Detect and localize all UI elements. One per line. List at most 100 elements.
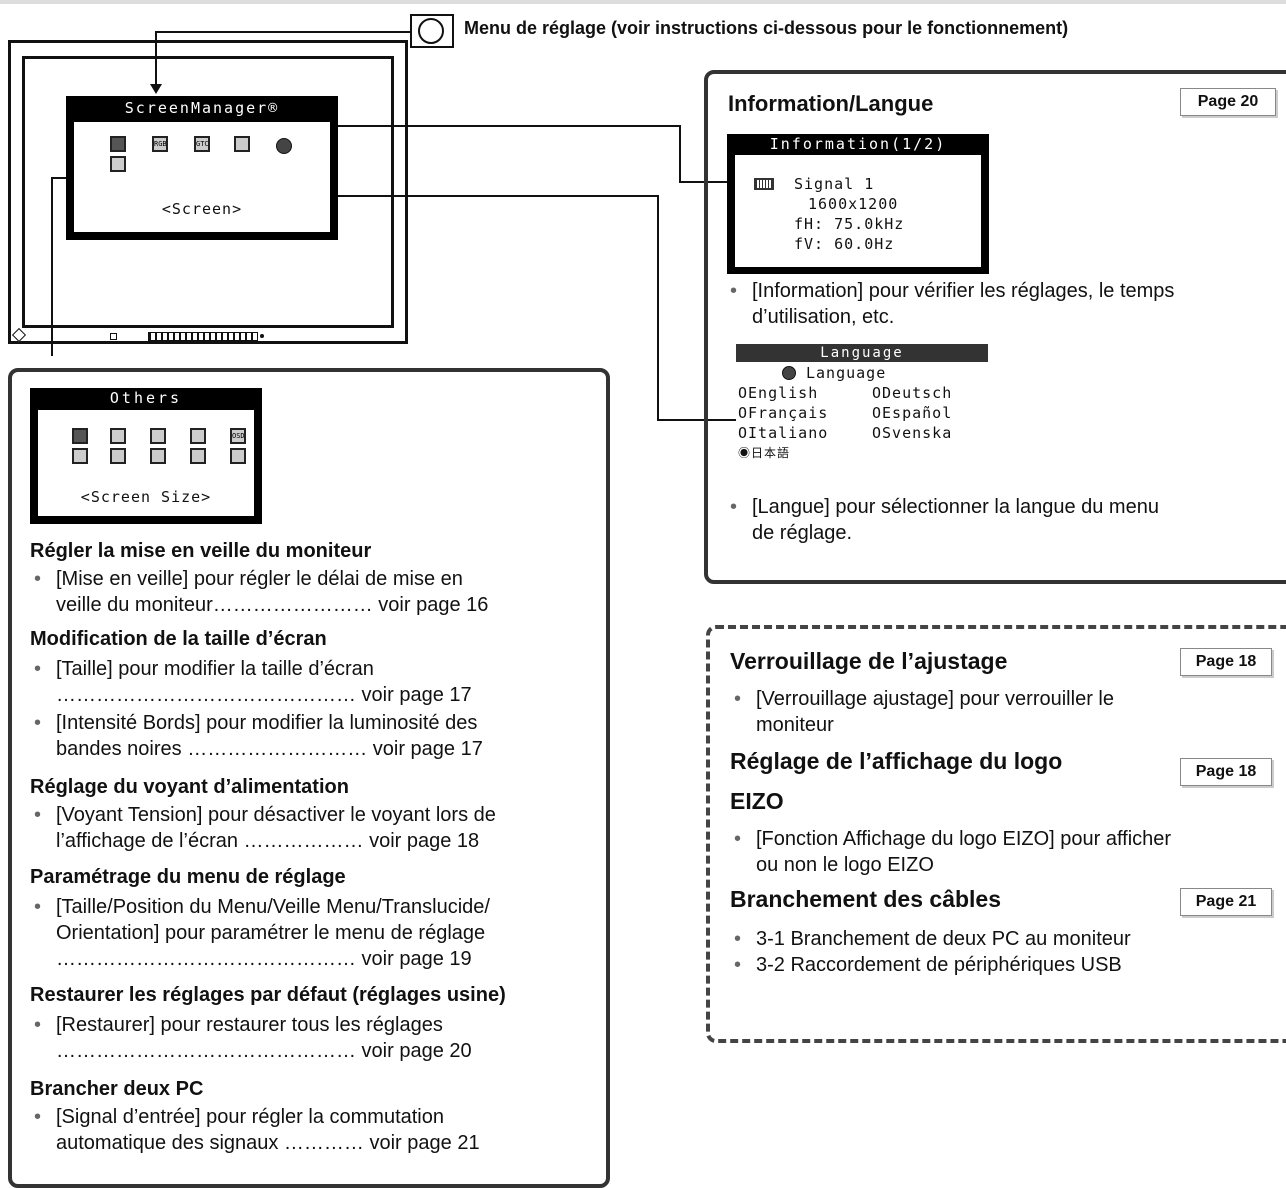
- item-line[interactable]: ……………………………………… voir page 19: [56, 948, 472, 970]
- square-button-icon: [110, 333, 117, 340]
- section-heading-cables: Branchement des câbles: [730, 886, 1002, 912]
- page-ref-20: Page 20: [1180, 88, 1276, 116]
- rgb-icon[interactable]: RGB: [152, 136, 168, 152]
- item-power: [Voyant Tension] pour désactiver le voya…: [34, 802, 496, 854]
- info-desc: [Information] pour vérifier les réglages…: [730, 278, 1286, 330]
- lang-option-japanese[interactable]: ◉日本語: [738, 446, 791, 460]
- section-heading-menu: Paramétrage du menu de réglage: [30, 866, 346, 888]
- item-line[interactable]: veille du moniteur…………………… voir page 16: [56, 594, 489, 616]
- menu-button-icon: [418, 18, 444, 44]
- screenmanager-caption: <Screen>: [161, 200, 243, 218]
- item-lock: [Verrouillage ajustage] pour verrouiller…: [734, 686, 1114, 738]
- screenmanager-title: ScreenManager®: [124, 99, 280, 117]
- page-ref-18-logo: Page 18: [1180, 758, 1272, 786]
- section-heading-size: Modification de la taille d’écran: [30, 628, 327, 650]
- item-line: [Fonction Affichage du logo EIZO] pour a…: [756, 828, 1172, 850]
- info-desc-line-2: d’utilisation, etc.: [752, 306, 895, 328]
- info-line-2: 1600x1200: [808, 195, 899, 213]
- section-heading-reset: Restaurer les réglages par défaut (régla…: [30, 984, 506, 1006]
- item-logo: [Fonction Affichage du logo EIZO] pour a…: [734, 826, 1172, 878]
- item-line: [Signal d’entrée] pour régler la commuta…: [56, 1106, 444, 1128]
- item-line: [Restaurer] pour restaurer tous les régl…: [56, 1014, 443, 1036]
- item-input-signal: [Signal d’entrée] pour régler la commuta…: [34, 1104, 480, 1156]
- info-desc-line-1: [Information] pour vérifier les réglages…: [752, 280, 1175, 302]
- information-body: [735, 155, 981, 267]
- globe-icon[interactable]: [276, 138, 292, 154]
- lang-option-english[interactable]: OEnglish: [738, 384, 819, 402]
- item-line: [Mise en veille] pour régler le délai de…: [56, 568, 463, 590]
- lang-desc: [Langue] pour sélectionner la langue du …: [730, 494, 1272, 546]
- item-line: moniteur: [756, 714, 834, 736]
- return-icon[interactable]: [230, 448, 246, 464]
- osd-icon[interactable]: OSD: [230, 428, 246, 444]
- item-border: [Intensité Bords] pour modifier la lumin…: [34, 710, 483, 762]
- lang-desc-line-2: de réglage.: [752, 522, 853, 544]
- border-intensity-icon[interactable]: [72, 448, 88, 464]
- item-line: Orientation] pour paramétrer le menu de …: [56, 922, 486, 944]
- info-line-3: fH: 75.0kHz: [794, 215, 905, 233]
- section-heading-logo-2: EIZO: [730, 788, 784, 814]
- reset-icon[interactable]: [190, 448, 206, 464]
- language-title: Language: [736, 344, 988, 362]
- info-icon[interactable]: [234, 136, 250, 152]
- monitor-screen: [22, 56, 394, 328]
- item-sleep: [Mise en veille] pour régler le délai de…: [34, 566, 489, 618]
- others-icon[interactable]: [110, 156, 126, 172]
- section-heading-lock: Verrouillage de l’ajustage: [730, 648, 1008, 674]
- information-title: Information(1/2): [769, 135, 947, 153]
- gtc-icon[interactable]: GTC: [194, 136, 210, 152]
- item-line[interactable]: bandes noires ……………………… voir page 17: [56, 738, 483, 760]
- menu-button-box: [410, 14, 454, 48]
- item-line: [Verrouillage ajustage] pour verrouiller…: [756, 688, 1114, 710]
- language-screen: [736, 344, 988, 464]
- screen-size-icon[interactable]: [72, 428, 88, 444]
- lang-option-svenska[interactable]: OSvenska: [872, 424, 953, 442]
- power-led-icon: [260, 334, 264, 338]
- lang-option-deutsch[interactable]: ODeutsch: [872, 384, 953, 402]
- item-line: ou non le logo EIZO: [756, 854, 934, 876]
- power-save-icon[interactable]: [110, 428, 126, 444]
- info-line-1: Signal 1: [794, 175, 875, 193]
- item-cable-2: 3-2 Raccordement de périphériques USB: [734, 952, 1122, 978]
- info-heading: Information/Langue: [728, 91, 934, 116]
- menu-position-icon[interactable]: [150, 428, 166, 444]
- dashed-panel: [706, 625, 1286, 1043]
- item-size: [Taille] pour modifier la taille d’écran…: [34, 656, 472, 708]
- item-menu: [Taille/Position du Menu/Veille Menu/Tra…: [34, 894, 490, 972]
- input-signal-icon[interactable]: [150, 448, 166, 464]
- section-heading-power: Réglage du voyant d’alimentation: [30, 776, 349, 798]
- item-line: [Taille] pour modifier la taille d’écran: [56, 658, 374, 680]
- lang-desc-line-1: [Langue] pour sélectionner la langue du …: [752, 496, 1159, 518]
- monitor-frame: [8, 40, 408, 344]
- power-indicator-icon[interactable]: [110, 448, 126, 464]
- section-heading-logo: Réglage de l’affichage du logo: [730, 748, 1063, 774]
- control-buttons: [148, 332, 258, 341]
- item-line: [Voyant Tension] pour désactiver le voya…: [56, 804, 496, 826]
- page-ref-18-lock: Page 18: [1180, 648, 1272, 676]
- globe-icon-small: [782, 366, 796, 380]
- top-rule: [0, 0, 1286, 4]
- others-caption: <Screen Size>: [80, 488, 212, 506]
- info-line-4: fV: 60.0Hz: [794, 235, 895, 253]
- lang-option-italiano[interactable]: OItaliano: [738, 424, 829, 442]
- item-line[interactable]: automatique des signaux ………… voir page 2…: [56, 1132, 480, 1154]
- item-cable-1: 3-1 Branchement de deux PC au moniteur: [734, 926, 1131, 952]
- item-line[interactable]: l’affichage de l’écran ……………… voir page …: [56, 830, 480, 852]
- item-line[interactable]: ……………………………………… voir page 20: [56, 1040, 472, 1062]
- others-title: Others: [109, 389, 183, 407]
- item-line: [Intensité Bords] pour modifier la lumin…: [56, 712, 478, 734]
- section-heading-two-pc: Brancher deux PC: [30, 1078, 204, 1100]
- screen-icon[interactable]: [110, 136, 126, 152]
- item-line[interactable]: ……………………………………… voir page 17: [56, 684, 472, 706]
- item-line: [Taille/Position du Menu/Veille Menu/Tra…: [56, 896, 490, 918]
- section-heading-sleep: Régler la mise en veille du moniteur: [30, 540, 372, 562]
- item-reset: [Restaurer] pour restaurer tous les régl…: [34, 1012, 472, 1064]
- info-panel: [704, 70, 1286, 584]
- signal-icon: [754, 178, 774, 190]
- menu-label: Menu de réglage (voir instructions ci-de…: [464, 18, 1069, 38]
- lang-option-espanol[interactable]: OEspañol: [872, 404, 953, 422]
- language-subtitle: Language: [806, 364, 887, 382]
- adjustment-lock-icon[interactable]: [190, 428, 206, 444]
- page-ref-21: Page 21: [1180, 888, 1272, 916]
- lang-option-francais[interactable]: OFrançais: [738, 404, 829, 422]
